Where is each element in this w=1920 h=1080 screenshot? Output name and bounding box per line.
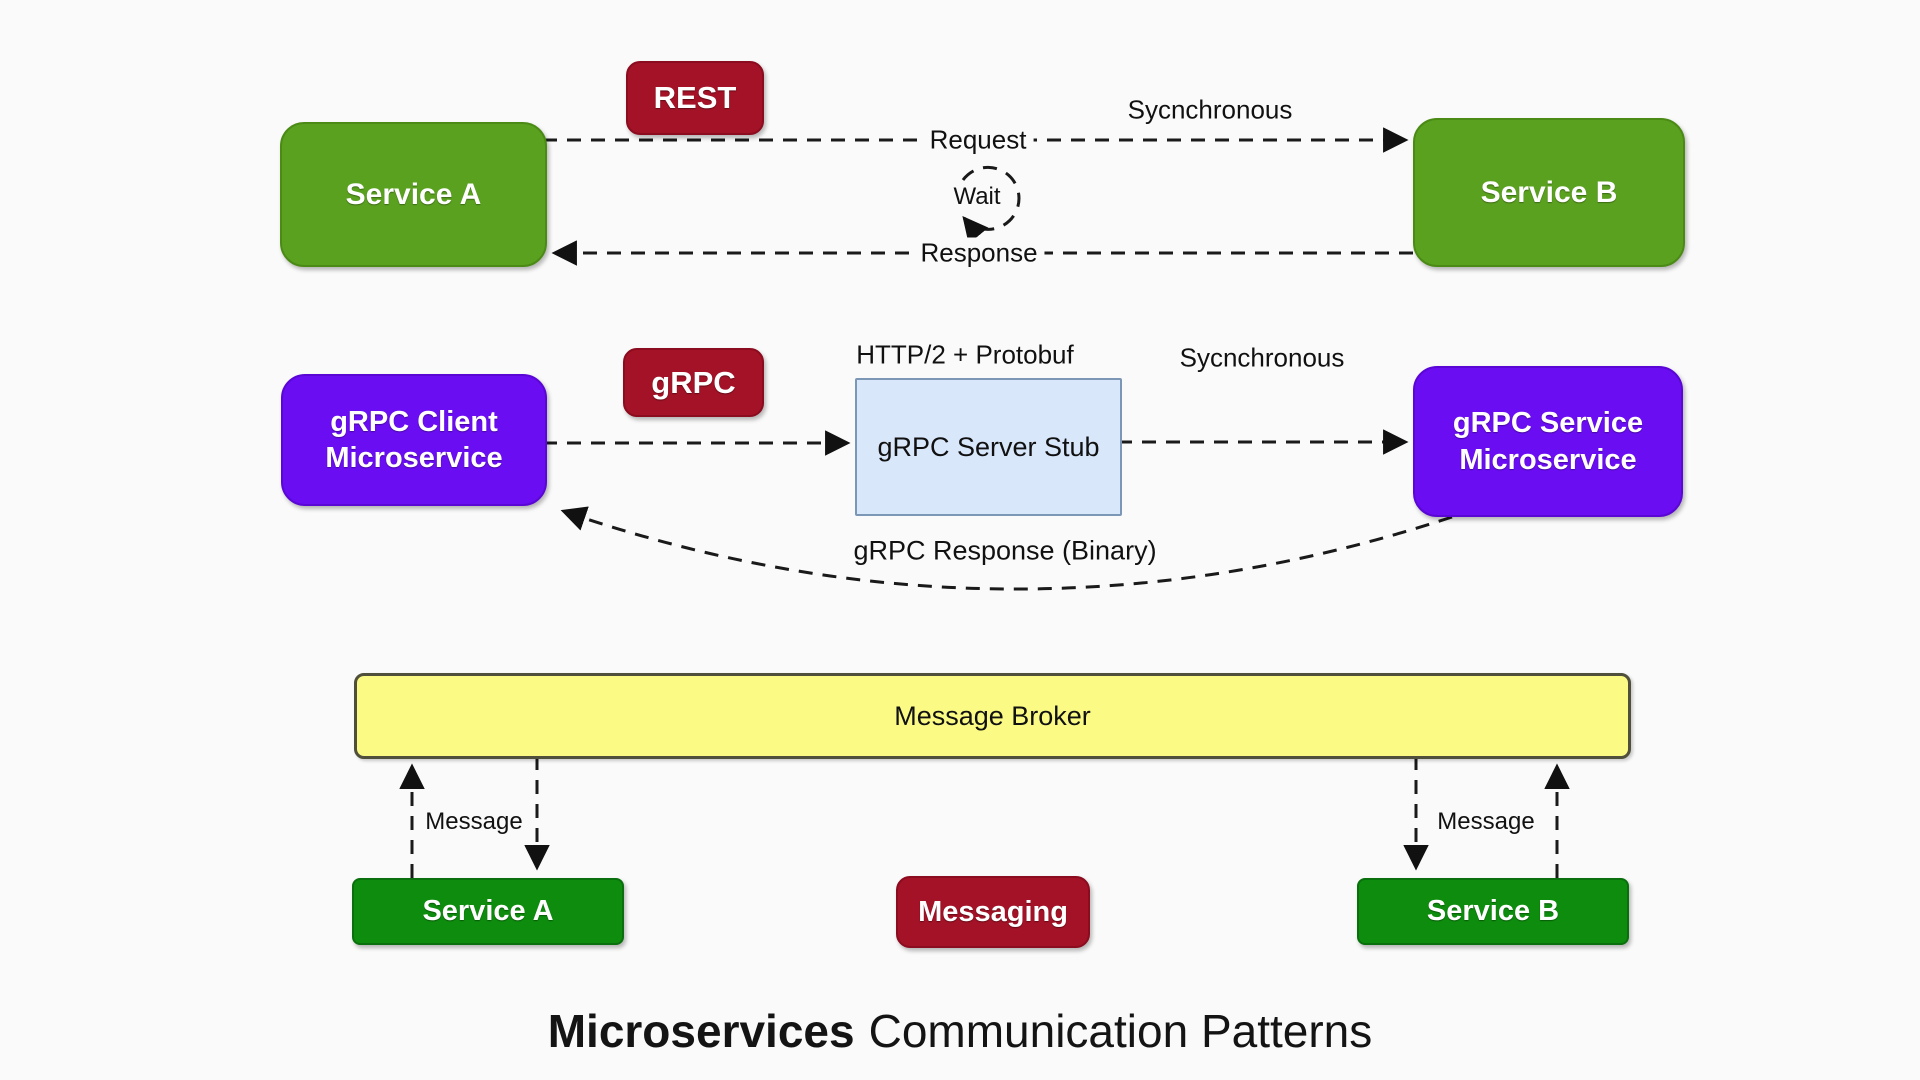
grpc-client-line2: Microservice (325, 442, 503, 474)
message-label-left: Message (418, 808, 530, 836)
page-title-bold: Microservices (547, 1005, 855, 1057)
grpc-service-line2: Microservice (1459, 443, 1637, 476)
message-broker-box: Message Broker (354, 673, 1631, 759)
service-a-bottom-box: Service A (352, 878, 624, 945)
grpc-server-stub-box: gRPC Server Stub (855, 378, 1122, 516)
grpc-response-label: gRPC Response (Binary) (853, 535, 1157, 566)
service-b-box: Service B (1413, 118, 1685, 267)
messaging-badge: Messaging (896, 876, 1090, 948)
grpc-badge: gRPC (623, 348, 764, 417)
grpc-client-box: gRPC Client Microservice (281, 374, 547, 506)
sync-label-grpc: Sycnchronous (1179, 342, 1345, 373)
protocol-label: HTTP/2 + Protobuf (856, 339, 1074, 370)
grpc-response-curve-arrow (560, 506, 1453, 591)
page-title-regular: Communication Patterns (868, 1005, 1373, 1057)
service-b-bottom-box: Service B (1357, 878, 1629, 945)
wait-label: Wait (946, 183, 1008, 211)
grpc-service-box: gRPC Service Microservice (1413, 366, 1683, 517)
sync-label-rest: Sycnchronous (1127, 94, 1293, 125)
grpc-service-line1: gRPC Service (1452, 407, 1644, 440)
response-label: Response (913, 237, 1045, 269)
rest-badge: REST (626, 61, 764, 135)
service-a-box: Service A (280, 122, 547, 267)
request-label: Request (922, 124, 1034, 156)
grpc-client-line1: gRPC Client (330, 405, 498, 438)
message-label-right: Message (1430, 808, 1542, 836)
wait-loop-arrow (961, 165, 1021, 244)
